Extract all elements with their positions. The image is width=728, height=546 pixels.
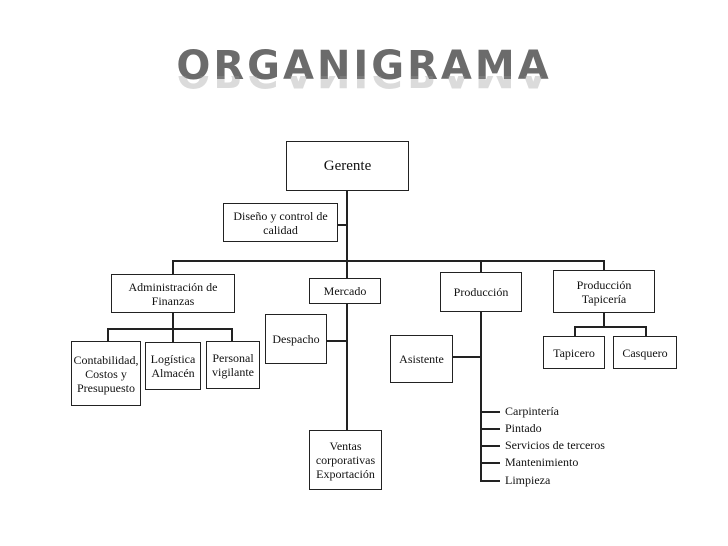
connector-line bbox=[172, 260, 174, 274]
produccion-list-item: Servicios de terceros bbox=[505, 438, 605, 452]
node-tapicero: Tapicero bbox=[543, 336, 605, 369]
produccion-list-item: Limpieza bbox=[505, 473, 551, 487]
node-tapiceria: Producción Tapicería bbox=[553, 270, 655, 313]
connector-line bbox=[327, 340, 347, 342]
connector-line bbox=[480, 312, 482, 482]
produccion-list-item: Mantenimiento bbox=[505, 455, 579, 469]
connector-line bbox=[172, 313, 174, 328]
connector-line bbox=[453, 356, 481, 358]
connector-line bbox=[574, 326, 576, 336]
connector-line bbox=[480, 480, 500, 482]
connector-line bbox=[346, 260, 348, 278]
node-personal: Personal vigilante bbox=[206, 341, 260, 389]
node-ventas: Ventas corporativas Exportación bbox=[309, 430, 382, 490]
connector-line bbox=[172, 328, 174, 342]
node-casquero: Casquero bbox=[613, 336, 677, 369]
node-asistente: Asistente bbox=[390, 335, 453, 383]
connector-line bbox=[603, 260, 605, 270]
connector-line bbox=[346, 304, 348, 430]
connector-line bbox=[574, 326, 646, 328]
produccion-list-item: Pintado bbox=[505, 421, 542, 435]
connector-line bbox=[338, 224, 347, 226]
connector-line bbox=[603, 313, 605, 327]
title-block: ORGANIGRAMA ORGANIGRAMA bbox=[0, 44, 728, 94]
node-logistica: Logística Almacén bbox=[145, 342, 201, 390]
node-contabilidad: Contabilidad, Costos y Presupuesto bbox=[71, 341, 141, 406]
connector-line bbox=[107, 328, 232, 330]
connector-line bbox=[480, 428, 500, 430]
connector-line bbox=[231, 328, 233, 341]
node-despacho: Despacho bbox=[265, 314, 327, 364]
page-title: ORGANIGRAMA bbox=[176, 43, 552, 89]
node-finanzas: Administración de Finanzas bbox=[111, 274, 235, 313]
connector-line bbox=[172, 260, 604, 262]
connector-line bbox=[480, 411, 500, 413]
node-produccion: Producción bbox=[440, 272, 522, 312]
connector-line bbox=[480, 445, 500, 447]
node-gerente: Gerente bbox=[286, 141, 409, 191]
node-mercado: Mercado bbox=[309, 278, 381, 304]
connector-line bbox=[480, 260, 482, 272]
connector-line bbox=[480, 462, 500, 464]
connector-line bbox=[645, 326, 647, 336]
node-calidad: Diseño y control de calidad bbox=[223, 203, 338, 242]
connector-line bbox=[346, 191, 348, 261]
connector-line bbox=[107, 328, 109, 341]
produccion-list-item: Carpintería bbox=[505, 404, 559, 418]
